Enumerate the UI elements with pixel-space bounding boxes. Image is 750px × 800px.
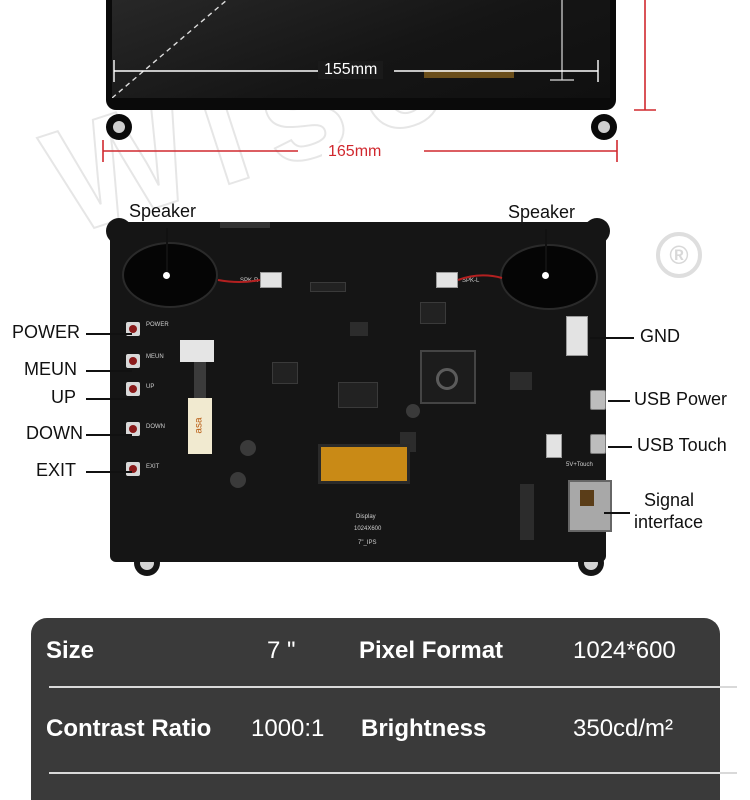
exit-button[interactable] (126, 462, 140, 476)
callout-speaker-left: Speaker (129, 201, 197, 221)
silk-resolution: 1024X600 (354, 526, 382, 532)
small-chip-3 (310, 282, 346, 292)
spec-size-value: 7 " (267, 637, 296, 664)
spec-brightness-label: Brightness (361, 715, 487, 742)
lead-speaker-right (545, 229, 547, 275)
lead-up (86, 398, 132, 400)
callout-speaker-right: Speaker (508, 202, 576, 222)
dimension-lines (102, 0, 656, 162)
speaker-connector-left (436, 272, 458, 288)
spec-divider-2 (49, 772, 737, 774)
capacitor-b (230, 472, 246, 488)
spec-row-1: Size 7 " Pixel Format 1024*600 (31, 618, 720, 684)
driver-chip (338, 382, 378, 408)
ribbon-cable (194, 362, 206, 402)
touch-header (546, 434, 562, 458)
small-chip-1 (272, 362, 298, 384)
silk-panel: 7"_IPS (358, 540, 377, 546)
lead-power (86, 333, 132, 335)
gnd-connector[interactable] (566, 316, 588, 356)
header-pins (220, 222, 270, 228)
ribbon-clip (180, 340, 214, 362)
down-button[interactable] (126, 422, 140, 436)
glare-diagonal (112, 0, 574, 98)
lead-speaker-left (166, 228, 168, 274)
menu-button[interactable] (126, 354, 140, 368)
display-glass (112, 0, 610, 98)
spec-row-2: Contrast Ratio 1000:1 Brightness 350cd/m… (31, 696, 720, 762)
capacitor-a (240, 440, 256, 456)
power-button[interactable] (126, 322, 140, 336)
speaker-connector-right (260, 272, 282, 288)
silk-btn-down: DOWN (146, 424, 165, 430)
spec-pixel-format-value: 1024*600 (573, 637, 676, 664)
component-c (510, 372, 532, 390)
silk-btn-meun: MEUN (146, 354, 164, 360)
component-a (350, 322, 368, 336)
lead-dot-speaker-right (542, 272, 549, 279)
silk-btn-up: UP (146, 384, 155, 390)
speaker-wires (217, 274, 503, 283)
lead-meun (86, 370, 132, 372)
spec-divider-1 (49, 686, 737, 688)
callout-down: DOWN (26, 423, 83, 443)
main-controller-chip (420, 350, 476, 404)
warranty-sticker: asa (188, 398, 212, 454)
sticker-text: asa (193, 417, 205, 434)
speaker-left (122, 242, 218, 308)
lead-signal (604, 512, 630, 514)
spec-contrast-label: Contrast Ratio (46, 715, 212, 742)
small-chip-2 (420, 302, 446, 324)
speaker-right (500, 244, 598, 310)
silk-spk-l: SPK-L (462, 278, 480, 284)
display-flex-strip (424, 70, 514, 78)
callout-up: UP (51, 387, 77, 407)
up-button[interactable] (126, 382, 140, 396)
callout-power: POWER (12, 322, 81, 342)
silk-touch: 5V+Touch (566, 462, 593, 468)
silk-btn-exit: EXIT (146, 464, 160, 470)
inner-width-label: 155mm (318, 61, 384, 79)
mount-tab-left (106, 114, 132, 140)
hdmi-port[interactable] (568, 480, 612, 532)
controller-board: SPK-R SPK-L asa Display 1024X600 7"_IPS … (110, 222, 612, 562)
lead-usb-power (608, 400, 630, 402)
lead-dot-speaker-left (163, 272, 170, 279)
callout-usb-power: USB Power (634, 389, 728, 409)
callout-exit: EXIT (36, 460, 77, 480)
spec-contrast-value: 1000:1 (251, 715, 325, 742)
tf-slot (520, 484, 534, 540)
mount-tab-right (591, 114, 617, 140)
silk-btn-power: POWER (146, 322, 169, 328)
callout-meun: MEUN (24, 359, 77, 379)
callout-signal-line1: Signal (644, 490, 695, 510)
spec-brightness-value: 350cd/m² (573, 715, 674, 742)
display-ffc-connector (318, 444, 410, 484)
lead-usb-touch (608, 446, 632, 448)
usb-touch-port[interactable] (590, 434, 606, 454)
callout-usb-touch: USB Touch (637, 435, 727, 455)
usb-power-port[interactable] (590, 390, 606, 410)
spec-table: Size 7 " Pixel Format 1024*600 Contrast … (31, 618, 737, 800)
capacitor-c (406, 404, 420, 418)
lead-gnd (590, 337, 634, 339)
display-front-view (106, 0, 616, 110)
spec-size-label: Size (46, 637, 95, 664)
chip-logo-icon (436, 368, 458, 390)
callout-signal-line2: interface (634, 512, 704, 532)
spec-pixel-format-label: Pixel Format (359, 637, 504, 664)
lead-exit (86, 471, 132, 473)
callout-gnd: GND (640, 326, 680, 346)
registered-trademark-icon: ® (656, 232, 702, 278)
lead-down (86, 434, 132, 436)
outer-width-label: 165mm (322, 143, 388, 161)
silk-display: Display (356, 514, 376, 520)
